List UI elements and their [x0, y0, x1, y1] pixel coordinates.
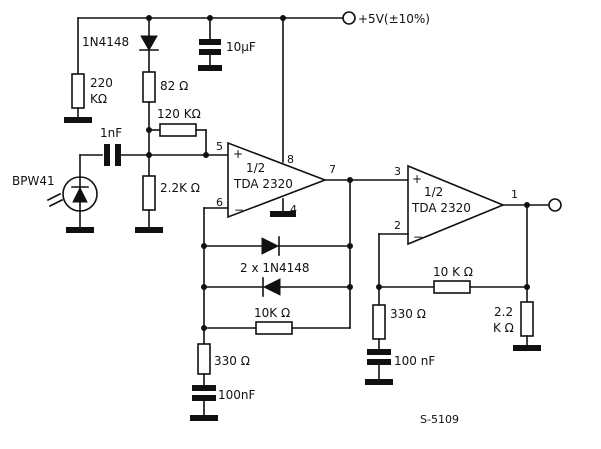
opamp-2	[407, 164, 506, 246]
opamp-1-pin5: 5	[216, 140, 223, 153]
opamp-1-pin6: 6	[216, 196, 223, 209]
junction-dot	[203, 152, 209, 158]
resistor-10k-a	[255, 321, 293, 335]
opamp-2-pin1: 1	[511, 188, 518, 201]
opamp-1-minus: −	[234, 203, 244, 217]
resistor-220k	[71, 73, 85, 109]
label-82: 82 Ω	[160, 79, 188, 93]
opamp-2-plus: +	[412, 172, 422, 186]
opamp-2-minus: −	[413, 230, 423, 244]
label-2k2-out-unit: K Ω	[493, 321, 514, 335]
opamp-1-pin4: 4	[290, 203, 297, 216]
junction-dot	[524, 284, 530, 290]
resistor-2k2-out	[520, 301, 534, 337]
opamp-1-plus: +	[233, 147, 243, 161]
junction-dot	[201, 243, 207, 249]
resistor-120k	[159, 123, 197, 137]
light-arrow	[48, 198, 64, 208]
resistor-82	[142, 71, 156, 103]
reference-code: S-5109	[420, 413, 459, 426]
label-1n: 1nF	[100, 126, 122, 140]
resistor-2k2	[142, 175, 156, 211]
resistor-330-b	[372, 304, 386, 340]
opamp-2-pin3: 3	[394, 165, 401, 178]
label-10k-a: 10K Ω	[254, 306, 290, 320]
label-diode-1n4148: 1N4148	[82, 35, 129, 49]
opamp-1	[227, 141, 328, 219]
label-bpw41: BPW41	[12, 174, 55, 188]
label-100n-a: 100nF	[218, 388, 256, 402]
diode-pair-upper	[261, 237, 280, 255]
diode-1n4148	[140, 35, 158, 52]
opamp-1-pin7: 7	[329, 163, 336, 176]
opamp-2-pin2: 2	[394, 219, 401, 232]
junction-dot	[347, 243, 353, 249]
opamp-2-name-a: 1/2	[424, 185, 443, 199]
diode-pair-lower	[262, 278, 281, 296]
label-10u: 10μF	[226, 40, 256, 54]
resistor-330-a	[197, 343, 211, 375]
supply-label: +5V(±10%)	[358, 12, 430, 26]
label-diode-pair: 2 x 1N4148	[240, 261, 310, 275]
junction-dot	[347, 284, 353, 290]
label-330-b: 330 Ω	[390, 307, 426, 321]
label-100n-b: 100 nF	[394, 354, 435, 368]
label-2k2-out-value: 2.2	[494, 305, 513, 319]
label-10k-b: 10 K Ω	[433, 265, 473, 279]
label-2k2: 2.2K Ω	[160, 181, 200, 195]
output-terminal	[548, 198, 562, 212]
light-arrow	[46, 192, 62, 202]
label-220k-unit: KΩ	[90, 92, 107, 106]
opamp-2-name-b: TDA 2320	[411, 201, 471, 215]
resistor-10k-b	[433, 280, 471, 294]
label-220k-value: 220	[90, 76, 113, 90]
opamp-1-name-b: TDA 2320	[233, 177, 293, 191]
opamp-1-name-a: 1/2	[246, 161, 265, 175]
supply-terminal	[342, 11, 356, 25]
junction-dot	[201, 284, 207, 290]
label-330-a: 330 Ω	[214, 354, 250, 368]
opamp-1-pin8: 8	[287, 153, 294, 166]
label-120k: 120 KΩ	[157, 107, 201, 121]
